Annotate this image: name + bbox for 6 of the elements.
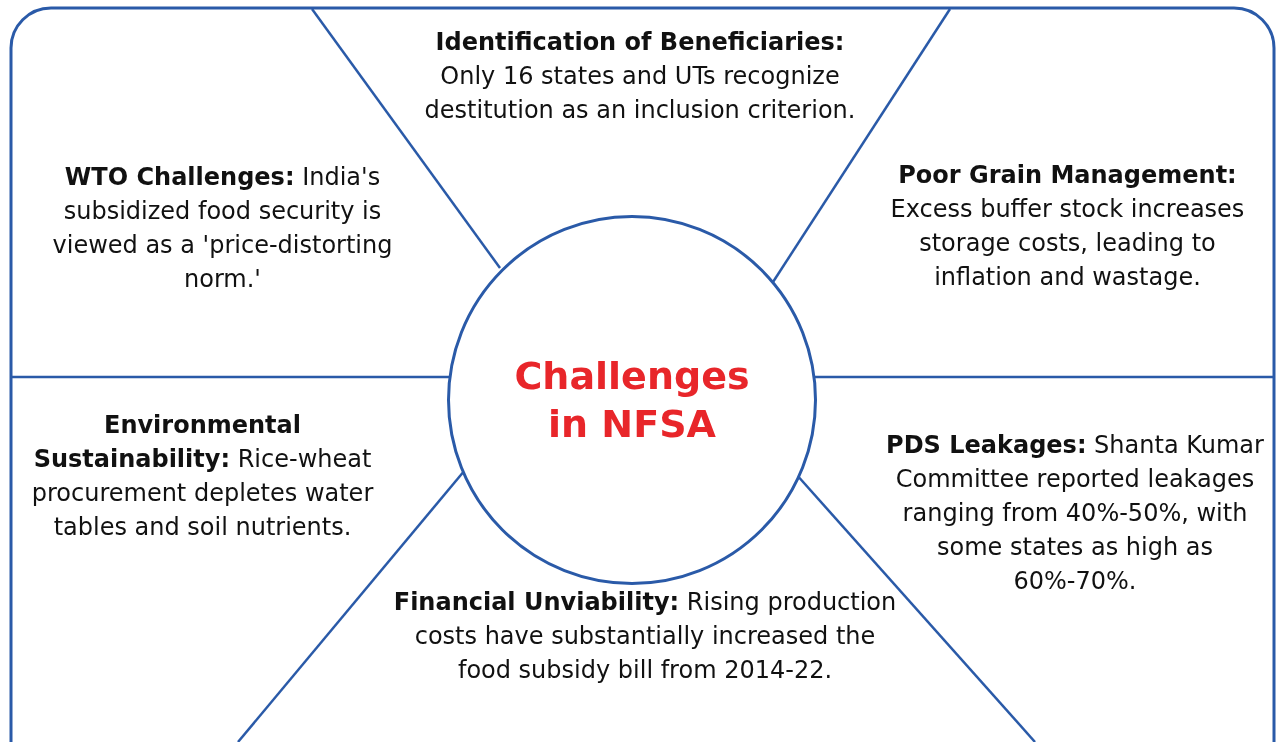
challenge-text: WTO Challenges: India's subsidized food security is viewed as a 'price-distorting norm.' [50, 160, 395, 296]
challenge-text: Poor Grain Management: Excess buffer stock increases storage costs, leading to inflation and wastage. [870, 158, 1265, 294]
title-circle: Challenges in NFSA [447, 215, 817, 585]
challenge-text: Environmental Sustainability: Rice-wheat procurement depletes water tables and soil nutrients. [25, 408, 380, 544]
challenge-text: Financial Unviability: Rising production costs have substantially increased the food subsidy bill from 2014-22. [390, 585, 900, 687]
challenge-text: Identification of Beneficiaries: Only 16 states and UTs recognize destitution as an inclusion criterion. [420, 25, 860, 127]
